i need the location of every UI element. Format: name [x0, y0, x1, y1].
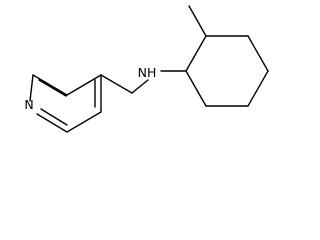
cyclohexane-ring [185, 35, 269, 107]
bond-c3-c4 [66, 74, 102, 96]
double-bond-c2-c3 [38, 79, 67, 97]
bond-c5-c6 [66, 111, 102, 133]
double-bond-c6-n1 [40, 108, 68, 126]
bond-ch2-nh [131, 79, 149, 94]
bond-c6-n1 [36, 113, 68, 133]
molecule-structure: N NH [24, 5, 269, 133]
pyridine-ring [29, 74, 102, 133]
bond-ch3-ch4 [247, 35, 269, 72]
bond-methyl [188, 5, 207, 37]
bond-ch4-ch5 [247, 70, 269, 107]
bond-ch1-ch2 [185, 35, 207, 72]
bond-n1-c2 [29, 74, 34, 102]
amine-nh-label: NH [138, 65, 157, 80]
bond-c2-c3 [32, 74, 68, 96]
bond-ring-ch2 [100, 74, 133, 94]
bond-ch6-ch1 [185, 70, 207, 107]
pyridine-nitrogen-label: N [24, 97, 33, 112]
